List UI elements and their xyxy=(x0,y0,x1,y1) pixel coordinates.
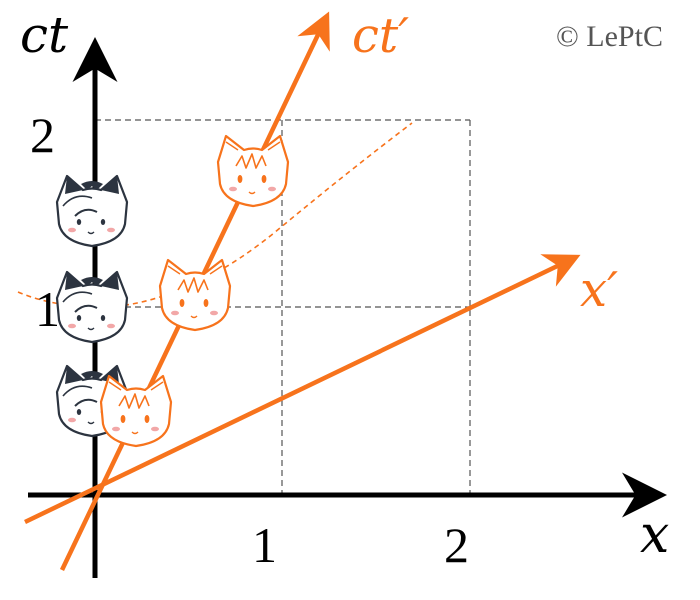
ct-prime-axis-label: ct′ xyxy=(352,8,409,64)
cat-face-icon xyxy=(216,134,290,208)
cat-face-icon xyxy=(55,270,129,344)
moving-observer-cats xyxy=(99,134,290,448)
cat-face-icon xyxy=(99,374,173,448)
copyright-text: © LePtC xyxy=(556,20,663,53)
y-tick-label-2: 2 xyxy=(30,107,55,163)
cat-face-icon xyxy=(158,258,232,332)
x-axis-label: x xyxy=(640,505,669,565)
x-prime-axis-label: x′ xyxy=(580,262,618,318)
x-tick-label-2: 2 xyxy=(444,517,469,573)
cat-face-icon xyxy=(55,174,129,248)
ct-axis-label: ct xyxy=(20,6,69,64)
x-tick-label-1: 1 xyxy=(252,517,277,573)
x-prime-axis xyxy=(24,254,581,525)
y-tick-label-1: 1 xyxy=(35,281,60,337)
